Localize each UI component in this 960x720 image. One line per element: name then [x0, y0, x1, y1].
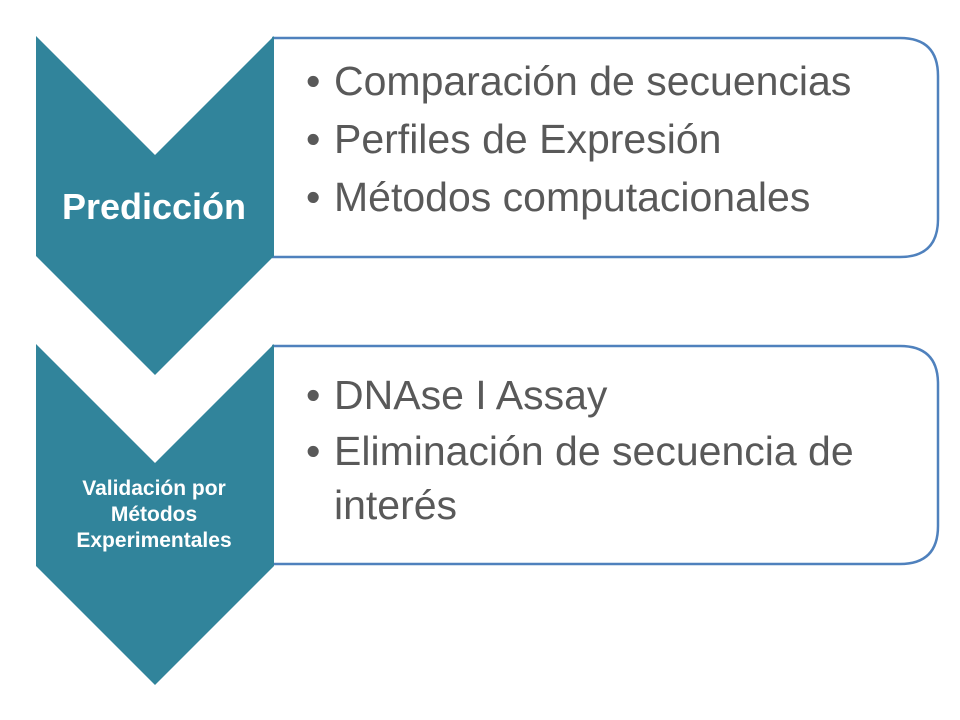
list-item: • Comparación de secuencias: [306, 52, 936, 110]
list-item-text: DNAse I Assay: [334, 372, 608, 418]
stage-2-label: Validación por Métodos Experimentales: [34, 460, 274, 570]
list-item-text: Perfiles de Expresión: [334, 116, 722, 162]
list-item: • DNAse I Assay: [306, 366, 906, 424]
stage-1-label-text: Predicción: [61, 185, 247, 227]
list-item-text: Métodos computacionales: [334, 174, 811, 220]
bullet-icon: •: [306, 58, 321, 104]
stage-2-text-box: [272, 344, 940, 566]
stage-2-chevron: [36, 344, 274, 685]
stage-1-text-box: [272, 36, 940, 259]
stage-1-chevron: [36, 36, 274, 375]
bullet-icon: •: [306, 372, 321, 418]
stage-2-label-line-1: Validación por: [82, 476, 226, 500]
stage-1-label: Predicción: [36, 176, 272, 236]
bullet-icon: •: [306, 116, 321, 162]
stage-2-item-list: • DNAse I Assay • Eliminación de secuenc…: [306, 366, 906, 532]
list-item: • Eliminación de secuencia de interés: [306, 424, 906, 532]
list-item: • Perfiles de Expresión: [306, 110, 936, 168]
stage-1-item-list: • Comparación de secuencias • Perfiles d…: [306, 52, 936, 226]
stage-2-label-line-2: Métodos: [110, 502, 198, 526]
list-item: • Métodos computacionales: [306, 168, 936, 226]
list-item-text: Eliminación de secuencia de interés: [334, 428, 854, 528]
list-item-text: Comparación de secuencias: [334, 58, 852, 104]
stage-2-label-line-3: Experimentales: [76, 529, 232, 553]
bullet-icon: •: [306, 428, 321, 474]
bullet-icon: •: [306, 174, 321, 220]
